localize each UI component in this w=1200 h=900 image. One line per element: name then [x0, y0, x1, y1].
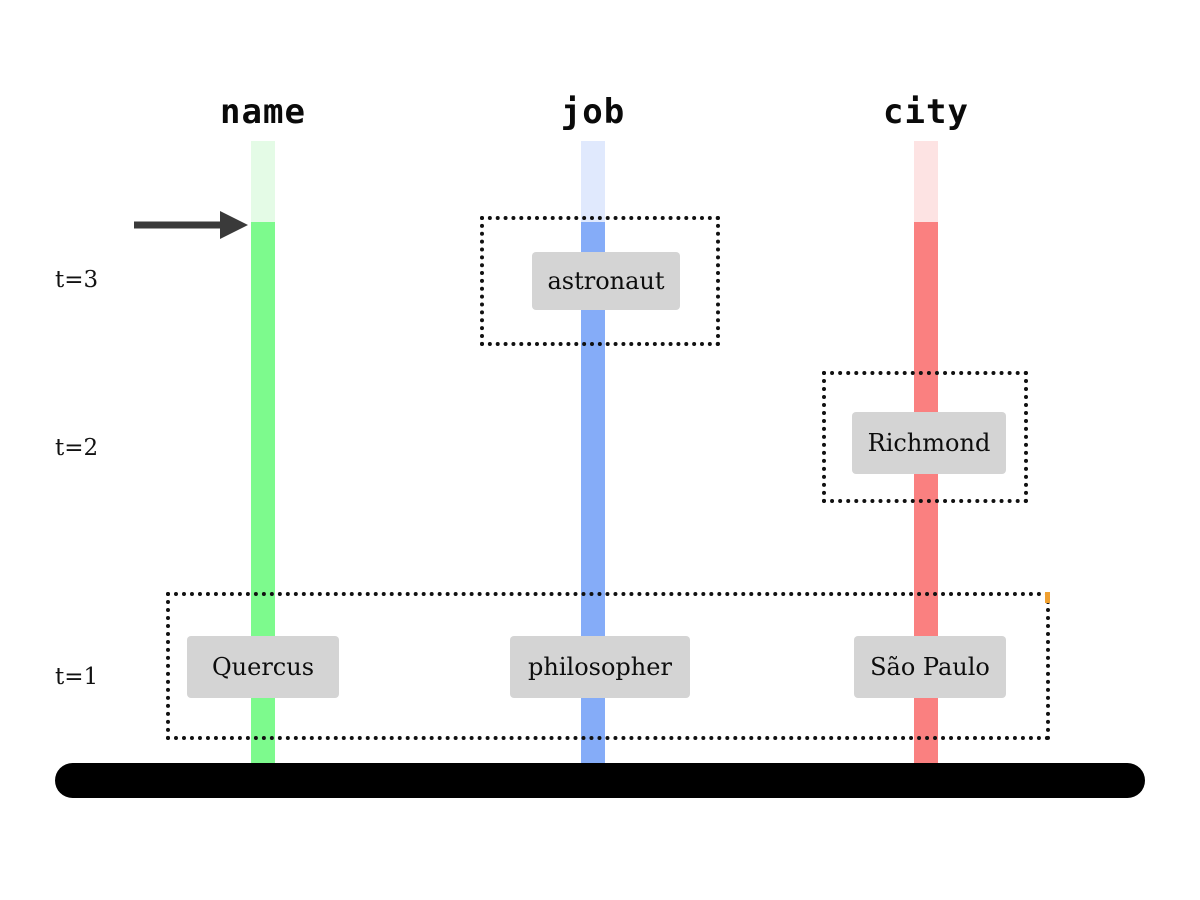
group-box-t2-city	[822, 371, 1028, 503]
cell-chip-richmond[interactable]: Richmond	[852, 412, 1006, 474]
column-header-name: name	[220, 92, 306, 132]
right-arrow-icon	[132, 205, 252, 249]
group-box-t1-all	[166, 592, 1050, 740]
time-label-t1: t=1	[55, 664, 99, 690]
base-bar	[55, 763, 1145, 798]
cell-chip-astronaut[interactable]: astronaut	[532, 252, 680, 310]
column-header-job: job	[560, 92, 626, 132]
cell-chip-philosopher[interactable]: philosopher	[510, 636, 690, 698]
right-arrow-glyph	[134, 211, 248, 239]
cell-chip-quercus[interactable]: Quercus	[187, 636, 339, 698]
column-bar-city-faded-segment	[914, 141, 938, 222]
column-bar-name-faded-segment	[251, 141, 275, 222]
column-bar-job-faded-segment	[581, 141, 605, 222]
time-label-t3: t=3	[55, 267, 99, 293]
cell-chip-sao-paulo[interactable]: São Paulo	[854, 636, 1006, 698]
group-box-t3-job	[480, 216, 720, 346]
time-label-t2: t=2	[55, 435, 99, 461]
column-header-city: city	[883, 92, 969, 132]
